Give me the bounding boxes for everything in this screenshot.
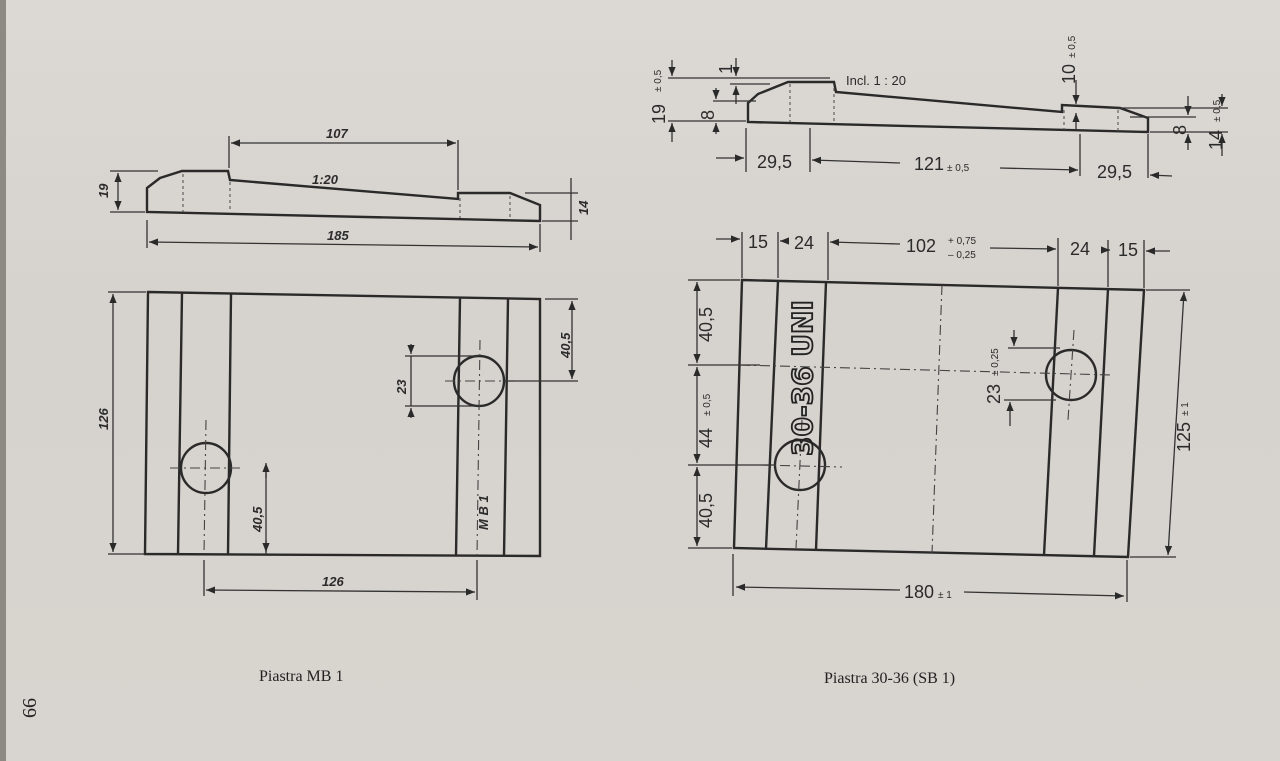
sb1-dim-15-right: 15 [1118, 240, 1138, 260]
sb1-dim-40-5-top: 40,5 [696, 307, 716, 342]
page-number: 66 [19, 698, 41, 718]
mb1-dim-126-width: 126 [322, 574, 344, 589]
sb1-dim-44: 44 [696, 428, 716, 448]
sb1-dim-29-5-right: 29,5 [1097, 162, 1132, 182]
sb1-dim-8-left: 8 [698, 110, 718, 120]
sb1-dim-14: 14 [1206, 130, 1226, 150]
sb1-dim-180: 180 [904, 582, 934, 602]
sb1-dim-24-left: 24 [794, 233, 814, 253]
sb1-dim-125-tol: ± 1 [1180, 402, 1191, 416]
mb1-dim-40-5-left: 40,5 [250, 506, 265, 533]
sb1-dim-19-tol: ± 0,5 [653, 69, 664, 92]
sb1-dim-102-tol-minus: – 0,25 [948, 250, 976, 261]
mb1-dim-126-height: 126 [96, 408, 111, 430]
mb1-side-profile [110, 136, 578, 252]
mb1-dim-185: 185 [327, 228, 349, 243]
sb1-dim-102: 102 [906, 236, 936, 256]
sb1-dim-44-tol: ± 0,5 [702, 393, 713, 416]
sb1-dim-23-tol: ± 0,25 [990, 348, 1001, 376]
mb1-dim-40-5-right: 40,5 [558, 332, 573, 359]
mb1-marking: M B 1 [476, 495, 491, 530]
sb1-dim-125: 125 [1174, 422, 1194, 452]
sb1-dim-19: 19 [649, 104, 669, 124]
sb1-dim-15-left: 15 [748, 232, 768, 252]
sb1-plan-view [688, 232, 1190, 602]
mb1-caption: Piastra MB 1 [259, 668, 343, 685]
sb1-dim-23: 23 [984, 384, 1004, 404]
sb1-dim-10: 10 [1059, 64, 1079, 84]
sb1-caption: Piastra 30-36 (SB 1) [824, 670, 955, 687]
sb1-dim-102-tol-plus: + 0,75 [948, 236, 977, 247]
sb1-stamp-marking: 30-36 UNI [786, 300, 819, 456]
sb1-dim-8-right: 8 [1170, 125, 1190, 135]
sb1-dim-24-right: 24 [1070, 239, 1090, 259]
sb1-dim-10-tol: ± 0,5 [1067, 35, 1078, 58]
sb1-dim-180-tol: ± 1 [938, 590, 952, 601]
mb1-dim-23: 23 [394, 379, 409, 395]
mb1-slope-label: 1:20 [312, 172, 339, 187]
sb1-dim-14-tol: ± 0,5 [1212, 99, 1223, 122]
sb1-dim-29-5-left: 29,5 [757, 152, 792, 172]
mb1-plan-view [108, 290, 578, 600]
sb1-incl-label: Incl. 1 : 20 [846, 73, 906, 88]
book-spine-edge [0, 0, 6, 761]
mb1-dim-19: 19 [96, 183, 111, 198]
sb1-dim-121: 121 [914, 154, 944, 174]
mb1-dim-14: 14 [576, 200, 591, 215]
sb1-dim-40-5-bottom: 40,5 [696, 493, 716, 528]
sb1-dim-121-tol: ± 0,5 [947, 163, 970, 174]
sb1-side-profile [668, 58, 1228, 180]
mb1-dim-107: 107 [326, 126, 348, 141]
sb1-dim-1: 1 [716, 64, 736, 74]
